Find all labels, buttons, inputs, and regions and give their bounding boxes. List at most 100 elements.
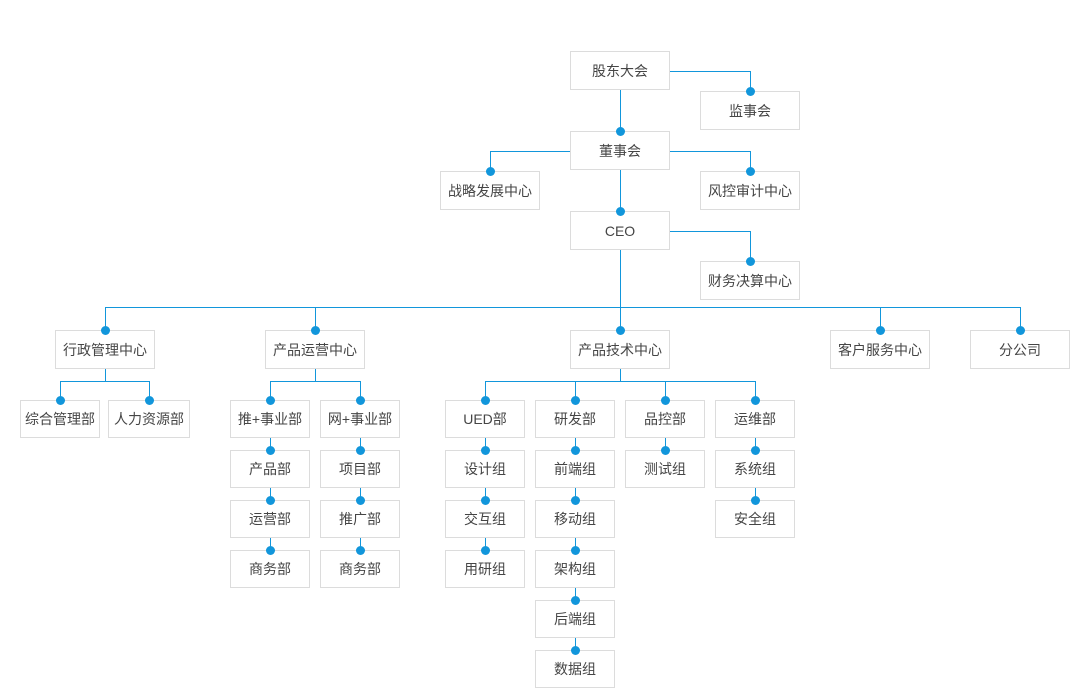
chain-promo-biz	[360, 538, 361, 550]
org-node-product_dept[interactable]: 产品部	[230, 450, 310, 488]
org-node-devops[interactable]: 运维部	[715, 400, 795, 438]
org-node-promo_dept[interactable]: 推广部	[320, 500, 400, 538]
dot-project	[355, 445, 365, 455]
org-node-general[interactable]: 综合管理部	[20, 400, 100, 438]
org-node-system_grp[interactable]: 系统组	[715, 450, 795, 488]
prodtech-stem-v	[620, 369, 621, 381]
org-node-finance[interactable]: 财务决算中心	[700, 261, 800, 300]
dot-prodops	[310, 325, 320, 335]
prodops-bus-h	[270, 381, 360, 382]
chain-design-interact	[485, 488, 486, 500]
prodtech-drop-qa	[665, 381, 666, 400]
dot-admin	[100, 325, 110, 335]
prodtech-bus-h	[485, 381, 755, 382]
dot-backend	[570, 595, 580, 605]
dot-research	[480, 545, 490, 555]
org-node-ceo[interactable]: CEO	[570, 211, 670, 250]
chain-product-ops	[270, 488, 271, 500]
trunk-drop-branch	[1020, 307, 1021, 330]
org-node-mobile_grp[interactable]: 移动组	[535, 500, 615, 538]
org-node-hr[interactable]: 人力资源部	[108, 400, 190, 438]
org-node-security_grp[interactable]: 安全组	[715, 500, 795, 538]
dot-branch	[1015, 325, 1025, 335]
org-node-prodops[interactable]: 产品运营中心	[265, 330, 365, 369]
chain-arch-backend	[575, 588, 576, 600]
org-node-project_dept[interactable]: 项目部	[320, 450, 400, 488]
board-to-strategy-h	[490, 151, 570, 152]
org-node-frontend_grp[interactable]: 前端组	[535, 450, 615, 488]
org-node-research_grp[interactable]: 用研组	[445, 550, 525, 588]
dot-strategy	[485, 166, 495, 176]
chain-project-promo	[360, 488, 361, 500]
chain-system-security	[755, 488, 756, 500]
dot-customer	[875, 325, 885, 335]
chain-frontend-mobile	[575, 488, 576, 500]
org-node-biz_dept_a[interactable]: 商务部	[230, 550, 310, 588]
org-node-tui[interactable]: 推+事业部	[230, 400, 310, 438]
org-node-rnd[interactable]: 研发部	[535, 400, 615, 438]
board-to-strategy-v	[490, 151, 491, 171]
org-node-supervisors[interactable]: 监事会	[700, 91, 800, 130]
org-node-backend_grp[interactable]: 后端组	[535, 600, 615, 638]
admin-stem-v	[105, 369, 106, 381]
org-node-wang[interactable]: 网+事业部	[320, 400, 400, 438]
dot-rnd	[570, 395, 580, 405]
board-to-riskaudit-h	[670, 151, 750, 152]
dot-finance	[745, 256, 755, 266]
org-node-admin[interactable]: 行政管理中心	[55, 330, 155, 369]
dot-hr	[144, 395, 154, 405]
board-to-riskaudit-v	[750, 151, 751, 171]
dot-promo	[355, 495, 365, 505]
dot-arch	[570, 545, 580, 555]
dot-supervisors	[745, 86, 755, 96]
dot-data	[570, 645, 580, 655]
chain-interact-research	[485, 538, 486, 550]
org-node-qa[interactable]: 品控部	[625, 400, 705, 438]
dot-qa	[660, 395, 670, 405]
org-node-branch[interactable]: 分公司	[970, 330, 1070, 369]
chain-mobile-arch	[575, 538, 576, 550]
org-node-ops_dept[interactable]: 运营部	[230, 500, 310, 538]
ceo-to-trunk-v	[620, 250, 621, 307]
org-node-biz_dept_b[interactable]: 商务部	[320, 550, 400, 588]
org-node-board[interactable]: 董事会	[570, 131, 670, 170]
prodops-stem-v	[315, 369, 316, 381]
org-node-prodtech[interactable]: 产品技术中心	[570, 330, 670, 369]
org-node-ued[interactable]: UED部	[445, 400, 525, 438]
org-node-design_grp[interactable]: 设计组	[445, 450, 525, 488]
shareholders-to-supervisors-v	[750, 71, 751, 91]
admin-bus-h	[60, 381, 149, 382]
dot-security	[750, 495, 760, 505]
dot-devops	[750, 395, 760, 405]
dot-frontend	[570, 445, 580, 455]
dot-system	[750, 445, 760, 455]
ceo-to-finance-v	[750, 231, 751, 261]
org-node-test_grp[interactable]: 测试组	[625, 450, 705, 488]
dot-riskaudit	[745, 166, 755, 176]
dot-tui	[265, 395, 275, 405]
org-node-data_grp[interactable]: 数据组	[535, 650, 615, 688]
admin-drop-hr	[149, 381, 150, 400]
chain-backend-data	[575, 638, 576, 650]
trunk-drop-customer	[880, 307, 881, 330]
dot-wang	[355, 395, 365, 405]
org-node-shareholders[interactable]: 股东大会	[570, 51, 670, 90]
dot-prodtech	[615, 325, 625, 335]
trunk-drop-admin	[105, 307, 106, 330]
chain-ops-biz	[270, 538, 271, 550]
org-node-arch_grp[interactable]: 架构组	[535, 550, 615, 588]
org-node-customer[interactable]: 客户服务中心	[830, 330, 930, 369]
dot-design	[480, 445, 490, 455]
dot-ops	[265, 495, 275, 505]
chain-qa-test	[665, 438, 666, 450]
dot-mobile	[570, 495, 580, 505]
board-to-ceo-v	[620, 170, 621, 211]
trunk-bus-h	[105, 307, 1020, 308]
dot-interact	[480, 495, 490, 505]
dot-general	[55, 395, 65, 405]
org-node-interact_grp[interactable]: 交互组	[445, 500, 525, 538]
org-node-strategy[interactable]: 战略发展中心	[440, 171, 540, 210]
org-node-riskaudit[interactable]: 风控审计中心	[700, 171, 800, 210]
dot-board	[615, 126, 625, 136]
